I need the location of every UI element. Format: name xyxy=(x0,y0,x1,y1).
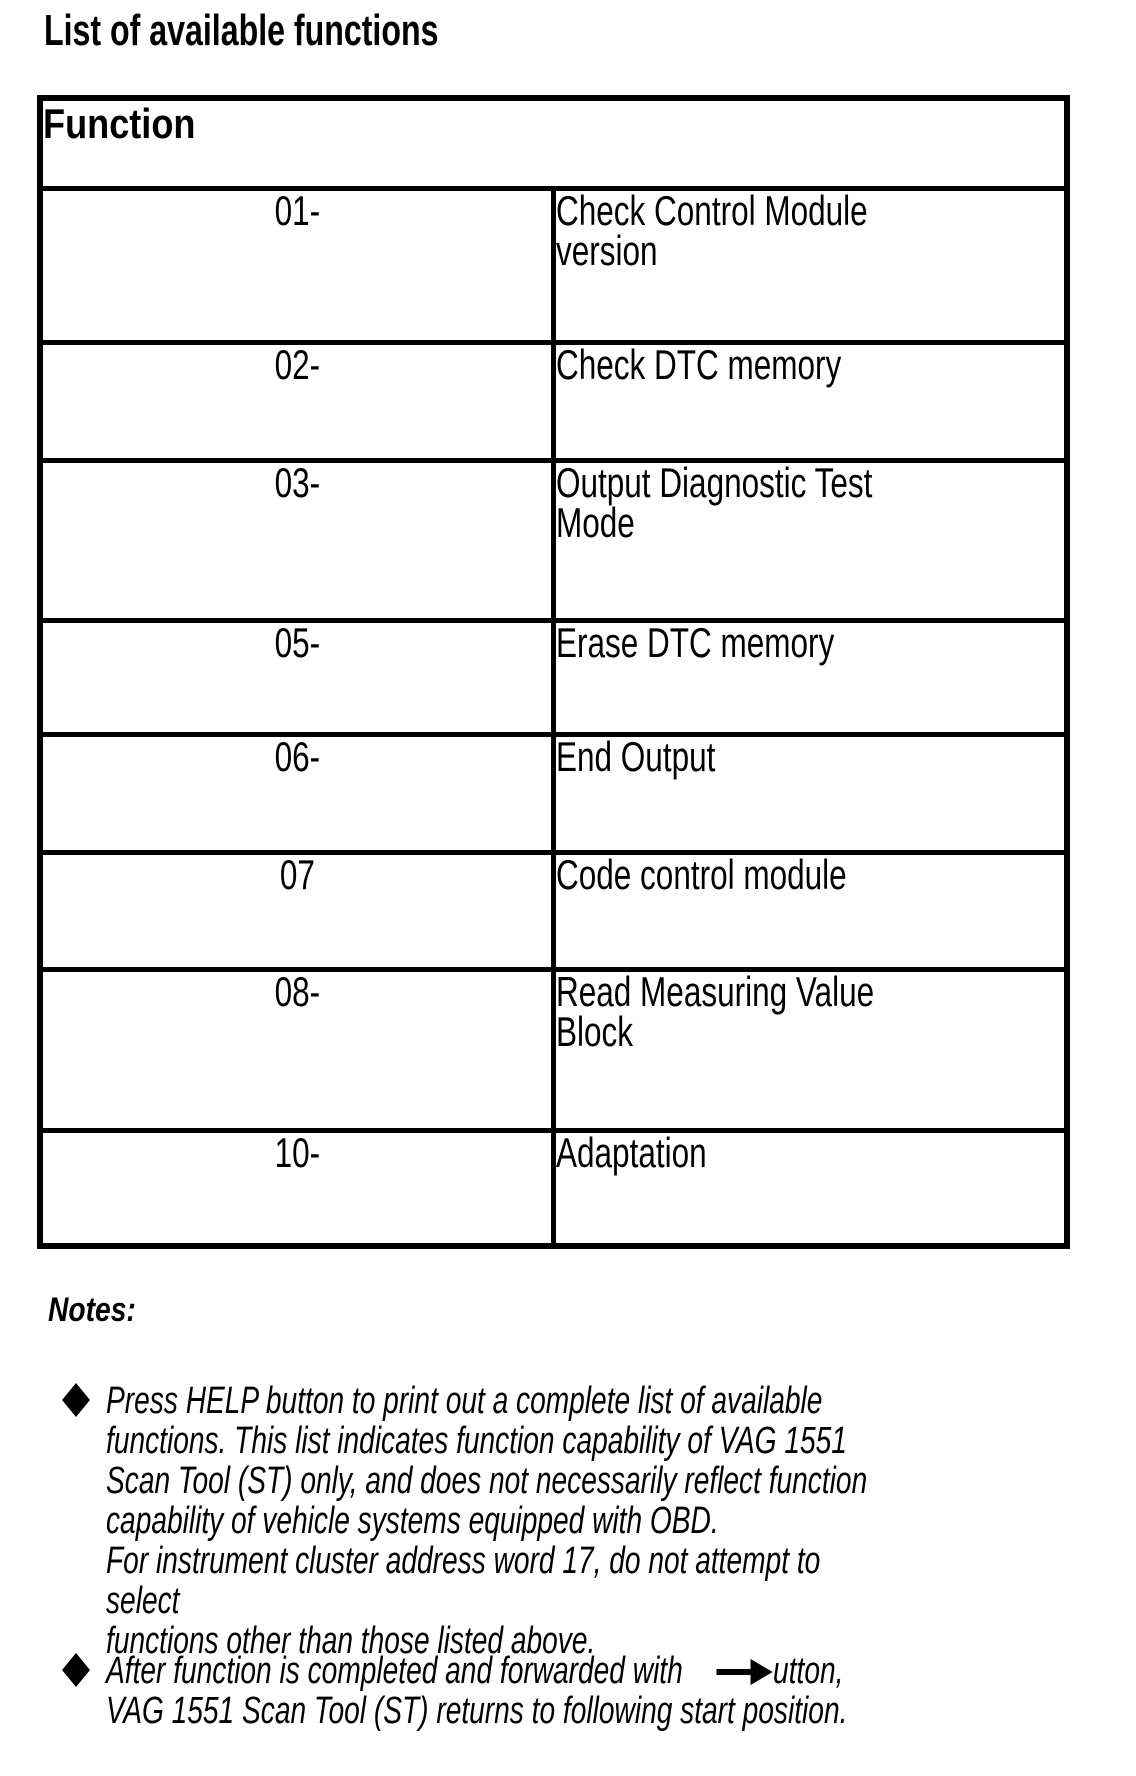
note-text-block: After function is completed and forwarde… xyxy=(106,1651,1108,1731)
page-title-text: List of available functions xyxy=(44,6,439,55)
page-title: List of available functions xyxy=(44,7,584,55)
function-desc-cell: Output Diagnostic Test Mode xyxy=(551,458,1070,623)
table-header-label: Function xyxy=(43,100,196,147)
function-desc-cell: Code control module xyxy=(551,850,1070,972)
function-table: Function 01- Check Control Module versio… xyxy=(37,95,1070,1249)
function-code-cell: 01- xyxy=(37,186,556,345)
notes-heading-text: Notes: xyxy=(48,1291,136,1329)
function-code: 08- xyxy=(274,969,320,1015)
table-row: 01- Check Control Module version xyxy=(37,186,1070,345)
function-code: 01- xyxy=(274,188,320,234)
note-text-after: utton, VAG 1551 Scan Tool (ST) returns t… xyxy=(106,1650,848,1732)
table-row: 05- Erase DTC memory xyxy=(37,618,1070,737)
table-header-row: Function xyxy=(37,95,1070,191)
function-desc-cell: End Output xyxy=(551,732,1070,855)
function-desc: Adaptation xyxy=(556,1130,707,1176)
function-code: 05- xyxy=(274,620,320,666)
function-code: 02- xyxy=(274,342,320,388)
function-desc-cell: Read Measuring Value Block xyxy=(551,967,1070,1133)
note-text-block: Press HELP button to print out a complet… xyxy=(106,1381,1136,1661)
diamond-bullet-icon xyxy=(62,1383,90,1417)
note-text: Press HELP button to print out a complet… xyxy=(106,1380,868,1662)
function-desc: Code control module xyxy=(556,852,847,898)
note-item: Press HELP button to print out a complet… xyxy=(62,1381,1136,1661)
function-code-cell: 07 xyxy=(37,850,556,972)
arrow-right-icon xyxy=(716,1659,774,1685)
table-row: 03- Output Diagnostic Test Mode xyxy=(37,458,1070,623)
function-desc-cell: Adaptation xyxy=(551,1128,1070,1248)
table-header-cell: Function xyxy=(37,95,1070,191)
function-desc: End Output xyxy=(556,734,716,780)
function-code: 10- xyxy=(274,1130,320,1176)
function-desc: Check Control Module version xyxy=(556,188,868,274)
function-code-cell: 03- xyxy=(37,458,556,623)
function-desc: Output Diagnostic Test Mode xyxy=(556,460,873,546)
diamond-bullet-icon xyxy=(62,1653,90,1687)
function-desc: Read Measuring Value Block xyxy=(556,969,875,1055)
note-item: After function is completed and forwarde… xyxy=(62,1651,1108,1731)
function-code-cell: 10- xyxy=(37,1128,556,1248)
function-code: 06- xyxy=(274,734,320,780)
function-desc-cell: Erase DTC memory xyxy=(551,618,1070,737)
table-row: 02- Check DTC memory xyxy=(37,340,1070,463)
table-row: 06- End Output xyxy=(37,732,1070,855)
table-row: 10- Adaptation xyxy=(37,1128,1070,1248)
function-code-cell: 06- xyxy=(37,732,556,855)
note-text: After function is completed and forwarde… xyxy=(106,1651,847,1731)
function-code-cell: 05- xyxy=(37,618,556,737)
notes-heading: Notes: xyxy=(48,1290,154,1330)
function-code-cell: 02- xyxy=(37,340,556,463)
function-code: 03- xyxy=(274,460,320,506)
function-desc-cell: Check DTC memory xyxy=(551,340,1070,463)
table-row: 07 Code control module xyxy=(37,850,1070,972)
function-desc-cell: Check Control Module version xyxy=(551,186,1070,345)
function-code: 07 xyxy=(279,852,315,898)
function-code-cell: 08- xyxy=(37,967,556,1133)
function-desc: Erase DTC memory xyxy=(556,620,835,666)
function-desc: Check DTC memory xyxy=(556,342,842,388)
note-text-before: After function is completed and forwarde… xyxy=(106,1650,683,1692)
table-row: 08- Read Measuring Value Block xyxy=(37,967,1070,1133)
